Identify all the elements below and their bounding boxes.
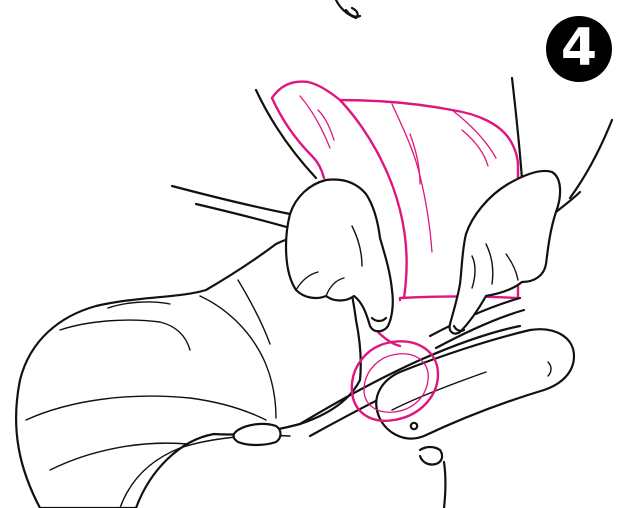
seat-pad-inner — [199, 295, 277, 419]
handle-release-button — [547, 361, 552, 377]
top-fragment-icon — [334, 0, 362, 20]
seat-pad-inner — [237, 279, 271, 345]
seat-padding-edge — [59, 319, 191, 351]
right-hand-finger — [471, 255, 476, 289]
right-hand-outline — [448, 169, 562, 335]
canopy-fold — [461, 129, 489, 167]
seat-contour — [25, 395, 267, 421]
arm-line-left — [170, 184, 292, 216]
right-hand-icon — [448, 169, 582, 335]
canopy-fold — [451, 109, 497, 159]
right-wrist-line — [554, 190, 582, 214]
handle-hub — [418, 445, 444, 466]
handle-lower-line — [442, 460, 447, 508]
step-number: 4 — [560, 18, 598, 78]
canopy-icon — [270, 80, 520, 302]
left-hand-knuckle — [295, 271, 319, 291]
buckle-icon — [232, 422, 282, 447]
left-hand-nail — [370, 316, 388, 323]
handle-pivot-dot — [409, 421, 419, 431]
canopy-left-edge — [270, 96, 326, 180]
left-hand-icon — [284, 178, 394, 333]
canopy-front-edge — [338, 98, 408, 300]
handle-grip-detail — [391, 371, 487, 411]
canopy-fold — [299, 95, 331, 149]
canopy-fold — [409, 133, 421, 185]
ring-outer — [350, 340, 440, 422]
handle-strip — [434, 308, 526, 350]
arm-line-left-lower — [194, 202, 292, 230]
handle-arm-outer — [298, 324, 522, 426]
seat-padding-edge — [107, 301, 171, 309]
frame-line-far-right — [568, 118, 614, 200]
canopy-outline — [270, 80, 520, 302]
canopy-fold — [317, 109, 335, 141]
left-hand-thumb — [351, 225, 363, 267]
ring-inner — [363, 353, 429, 413]
handle-grip — [375, 328, 576, 440]
frame-line-left — [254, 88, 318, 180]
step-number-badge: 4 — [546, 16, 612, 82]
right-hand-knuckle — [505, 253, 519, 281]
canopy-fold — [391, 103, 433, 253]
ring-strap — [376, 330, 402, 348]
release-ring-icon — [350, 330, 440, 422]
right-hand-finger — [485, 243, 494, 285]
seat-contour — [49, 442, 189, 471]
right-hand-nail — [452, 324, 466, 332]
left-hand-knuckle — [325, 277, 345, 297]
left-hand-outline — [284, 178, 394, 333]
